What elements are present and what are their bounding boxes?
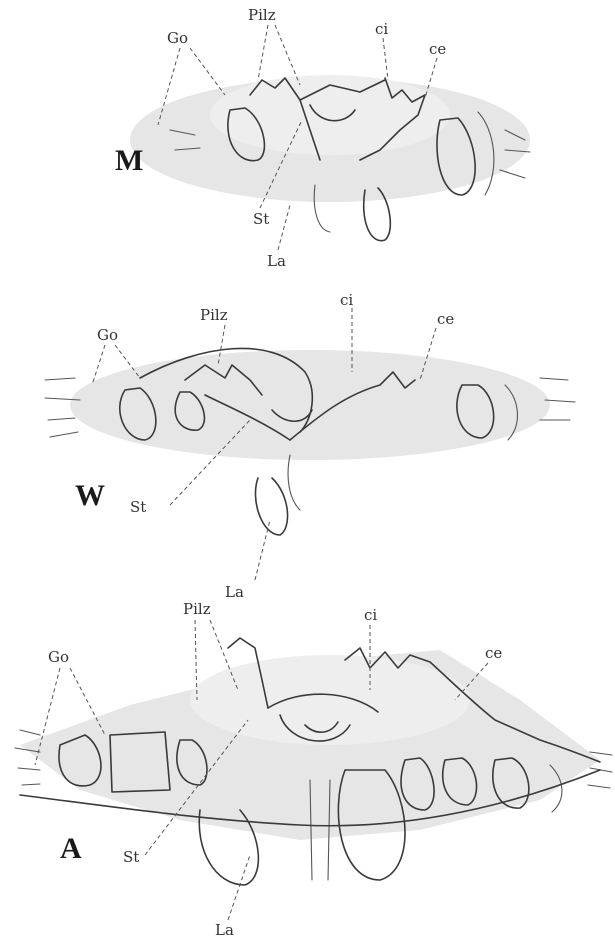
figure-a-letter: A: [60, 832, 82, 865]
figure-m-label-la: La: [267, 252, 286, 270]
figure-a-label-ci: ci: [364, 606, 377, 624]
figure-a-label-la: La: [215, 921, 234, 939]
figure-m-label-ci: ci: [375, 20, 388, 38]
figure-m: Go Pilz ci ce St La M: [115, 6, 530, 270]
figure-w-label-ce: ce: [437, 310, 454, 328]
figure-m-label-pilz: Pilz: [248, 6, 276, 24]
figure-m-label-st: St: [253, 210, 269, 228]
figure-a-label-ce: ce: [485, 644, 502, 662]
figure-w-label-go: Go: [97, 326, 118, 344]
figure-w-label-ci: ci: [340, 291, 353, 309]
figure-m-drawing: [130, 75, 530, 241]
figure-w-drawing: [45, 348, 575, 535]
figure-m-label-ce: ce: [429, 40, 446, 58]
figure-w-label-st: St: [130, 498, 146, 516]
figure-w-label-la: La: [225, 583, 244, 601]
figure-a-label-st: St: [123, 848, 139, 866]
figure-a: Go Pilz ci ce St La A: [15, 600, 612, 939]
figure-w: Go Pilz ci ce St La W: [45, 291, 575, 601]
figure-m-letter: M: [115, 144, 143, 177]
figure-a-label-pilz: Pilz: [183, 600, 211, 618]
figure-a-drawing: [15, 638, 612, 885]
figure-a-label-go: Go: [48, 648, 69, 666]
figure-w-letter: W: [75, 479, 105, 512]
figure-m-label-go: Go: [167, 29, 188, 47]
figure-w-label-pilz: Pilz: [200, 306, 228, 324]
